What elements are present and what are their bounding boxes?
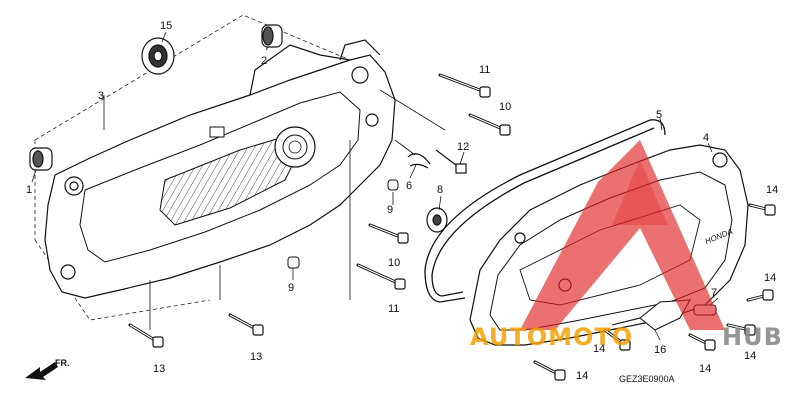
bolt-14-right: [726, 323, 756, 336]
bolt-14-bottom: [533, 360, 566, 381]
watermark-text-hub: HUB: [722, 323, 783, 351]
callout-14-upper: 14: [766, 184, 778, 196]
bolt-13-left: [128, 323, 164, 348]
dowel-1: [29, 147, 53, 171]
callout-3: 3: [98, 90, 104, 102]
callout-6: 6: [406, 180, 412, 192]
callout-12: 12: [457, 141, 469, 153]
callout-1: 1: [26, 184, 32, 196]
callout-10-upper: 10: [499, 101, 511, 113]
bolt-11-upper: [438, 73, 491, 98]
bolt-10-lower: [368, 223, 409, 244]
watermark-text-automoto: AUTOMOTO: [470, 323, 633, 351]
callout-4: 4: [703, 132, 709, 144]
callout-14-right: 14: [744, 350, 756, 362]
left-crankcase-cover: [44, 39, 396, 299]
callout-13-left: 13: [153, 363, 165, 375]
bolt-layer: [128, 73, 776, 381]
watermark-logo: [520, 140, 725, 330]
callout-5: 5: [656, 109, 662, 121]
callout-7: 7: [711, 287, 717, 299]
bolt-14-middle: [746, 289, 774, 302]
callout-14-middle: 14: [764, 272, 776, 284]
bolt-11-lower: [356, 263, 406, 290]
callout-2: 2: [261, 55, 267, 67]
callout-14-bottom: 14: [576, 370, 588, 382]
bolt-12: [435, 149, 467, 174]
bolt-14-center: [688, 333, 716, 351]
leader-lines: [31, 31, 719, 341]
callout-11-upper: 11: [479, 64, 490, 76]
bolt-14-upper: [748, 203, 776, 216]
diagram-code: GEZ3E0900A: [619, 374, 675, 384]
callout-14-center: 14: [699, 363, 711, 375]
pin-9-lower: [287, 256, 300, 269]
front-direction-label: FR.: [55, 358, 70, 368]
callout-15: 15: [160, 20, 172, 32]
bolt-10-upper: [468, 113, 511, 136]
watermark-triangle: [520, 140, 725, 330]
callout-9-lower: 9: [288, 282, 294, 294]
callout-10-lower: 10: [388, 257, 400, 269]
bolt-13-right: [228, 313, 264, 336]
callout-9-upper: 9: [387, 204, 393, 216]
callout-numbers: 1 2 3 4 5 6 7 8 9 9 10 10 11 11 12 13 13…: [26, 20, 778, 382]
callout-16: 16: [654, 344, 666, 356]
seal-8: [426, 207, 448, 233]
callout-11-lower: 11: [388, 303, 399, 315]
drive-belt: [424, 119, 666, 303]
clip-6: [407, 153, 431, 169]
front-direction-arrow: FR.: [25, 358, 70, 380]
bushing-2: [261, 24, 283, 48]
pin-9-upper: [387, 179, 399, 191]
callout-13-right: 13: [250, 351, 262, 363]
callout-14-left: 14: [593, 343, 605, 355]
bolt-14-left: [603, 328, 631, 351]
callout-8: 8: [437, 184, 443, 196]
bearing-15: [141, 37, 175, 75]
